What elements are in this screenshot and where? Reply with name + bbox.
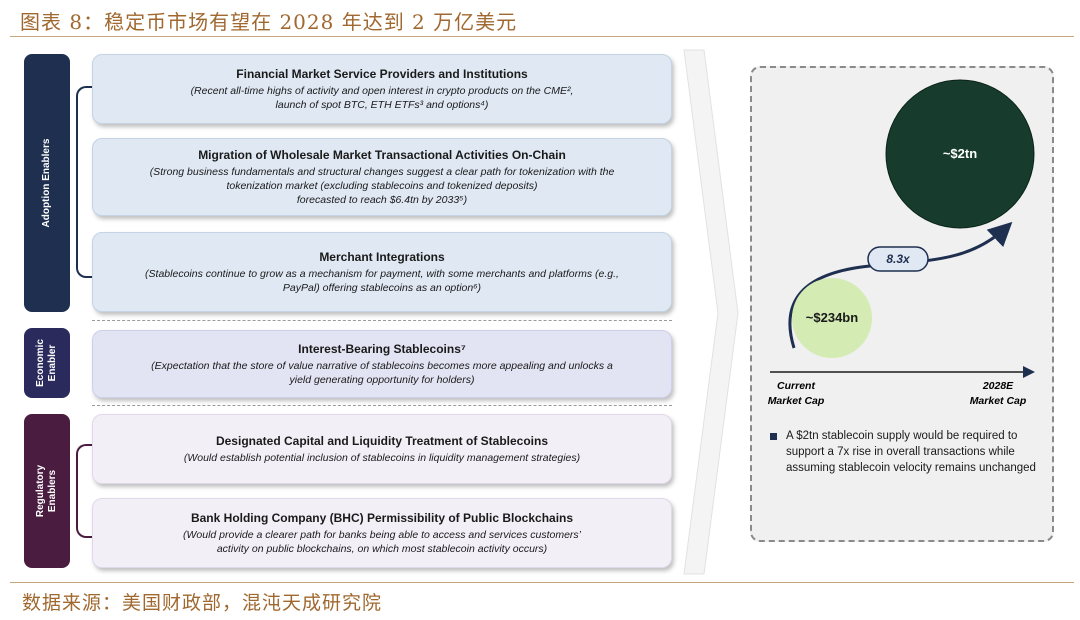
card-desc: launch of spot BTC, ETH ETFs³ and option… — [275, 98, 489, 111]
card-desc: (Strong business fundamentals and struct… — [149, 165, 615, 178]
bottom-rule — [10, 582, 1074, 583]
section-divider — [92, 320, 672, 321]
card-interest-bearing: Interest-Bearing Stablecoins⁷ (Expectati… — [92, 330, 672, 398]
card-desc: tokenization market (excluding stablecoi… — [226, 179, 538, 192]
x-label-current-2: Market Cap — [768, 395, 825, 407]
card-title: Interest-Bearing Stablecoins⁷ — [298, 341, 466, 356]
top-rule — [10, 36, 1074, 37]
card-desc: forecasted to reach $6.4tn by 2033⁵) — [296, 193, 468, 206]
adoption-brace — [76, 86, 92, 278]
bullet-square-icon — [770, 433, 777, 440]
source-note: 数据来源：美国财政部，混沌天成研究院 — [22, 592, 383, 614]
card-desc: (Would provide a clearer path for banks … — [182, 528, 582, 541]
card-desc: activity on public blockchains, on which… — [216, 542, 548, 555]
projected-market-cap-value: ~$2tn — [943, 146, 977, 161]
card-bhc-permissibility: Bank Holding Company (BHC) Permissibilit… — [92, 498, 672, 568]
card-desc: (Recent all-time highs of activity and o… — [190, 84, 574, 97]
card-desc: (Would establish potential inclusion of … — [183, 451, 581, 464]
card-financial-market-providers: Financial Market Service Providers and I… — [92, 54, 672, 124]
chevron-arrow — [683, 49, 739, 575]
card-wholesale-migration: Migration of Wholesale Market Transactio… — [92, 138, 672, 216]
figure-title: 图表 8：稳定币市场有望在 2028 年达到 2 万亿美元 — [20, 10, 518, 34]
card-title: Merchant Integrations — [319, 249, 445, 264]
regulatory-brace — [76, 444, 92, 538]
card-title: Designated Capital and Liquidity Treatme… — [215, 433, 549, 448]
card-desc: yield generating opportunity for holders… — [289, 373, 475, 386]
current-market-cap-value: ~$234bn — [806, 310, 858, 325]
card-title: Migration of Wholesale Market Transactio… — [198, 147, 566, 162]
section-divider — [92, 405, 672, 406]
multiplier-badge — [867, 246, 929, 272]
adoption-enablers-text: Adoption Enablers — [41, 138, 52, 228]
card-desc: (Expectation that the store of value nar… — [151, 359, 613, 372]
card-capital-liquidity: Designated Capital and Liquidity Treatme… — [92, 414, 672, 484]
current-market-cap-circle — [792, 278, 872, 358]
card-title: Financial Market Service Providers and I… — [236, 66, 528, 81]
x-label-2028-1: 2028E — [982, 380, 1014, 392]
card-desc: PayPal) offering stablecoins as an optio… — [282, 281, 482, 294]
card-title: Bank Holding Company (BHC) Permissibilit… — [190, 510, 574, 525]
x-label-current-1: Current — [777, 380, 815, 392]
card-desc: (Stablecoins continue to grow as a mecha… — [145, 267, 619, 280]
multiplier-text: 8.3x — [886, 252, 911, 266]
x-label-2028-2: Market Cap — [970, 395, 1027, 407]
growth-chart: ~$234bn ~$2tn 8.3x Current Market Cap 20… — [768, 79, 1035, 407]
card-merchant-integrations: Merchant Integrations (Stablecoins conti… — [92, 232, 672, 312]
adoption-enablers-label: Adoption Enablers — [24, 54, 70, 312]
projected-market-cap-circle — [885, 79, 1035, 229]
bullet-note: A $2tn stablecoin supply would be requir… — [786, 430, 1036, 474]
